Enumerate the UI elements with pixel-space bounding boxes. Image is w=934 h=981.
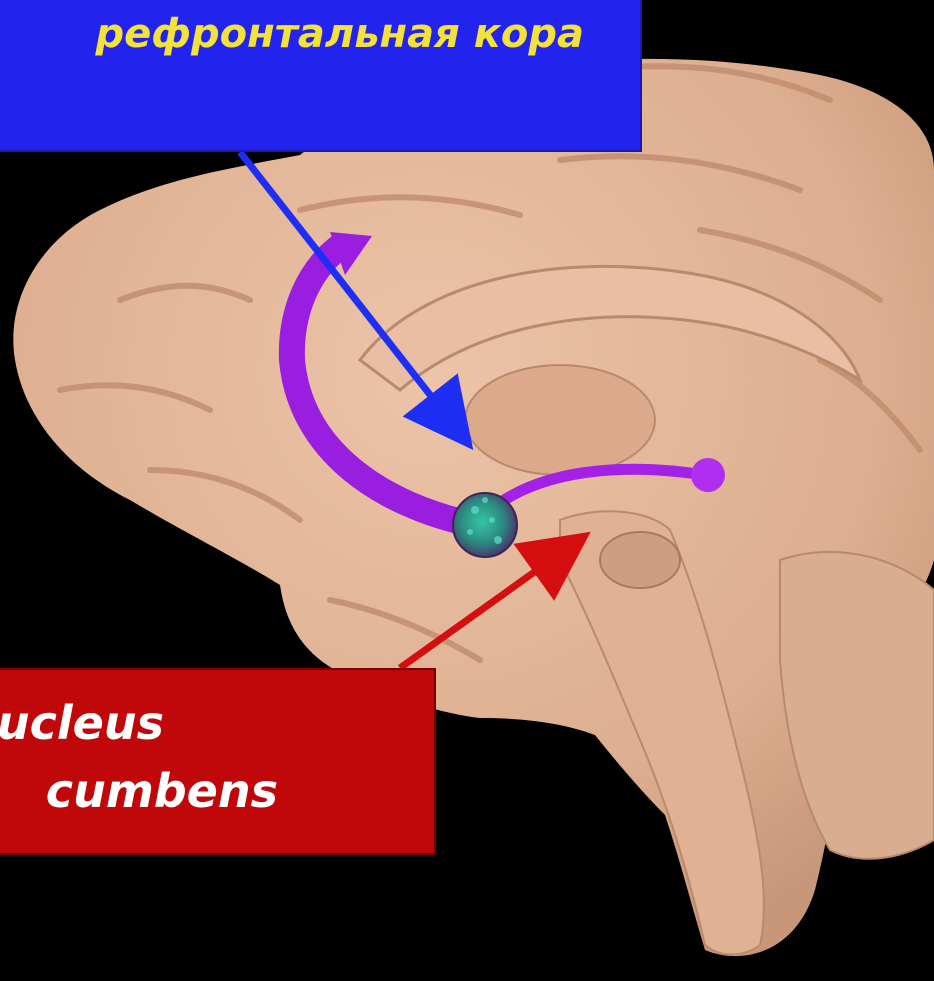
vta-node — [691, 458, 725, 492]
prefrontal-cortex-label-box: рефронтальная кора — [0, 0, 642, 152]
nucleus-accumbens-label-line1: ucleus — [0, 700, 164, 746]
nucleus-accumbens-label-box: ucleus cumbens — [0, 668, 436, 855]
prefrontal-cortex-label: рефронтальная кора — [96, 14, 584, 54]
nucleus-accumbens-label-line2: cumbens — [46, 768, 278, 814]
